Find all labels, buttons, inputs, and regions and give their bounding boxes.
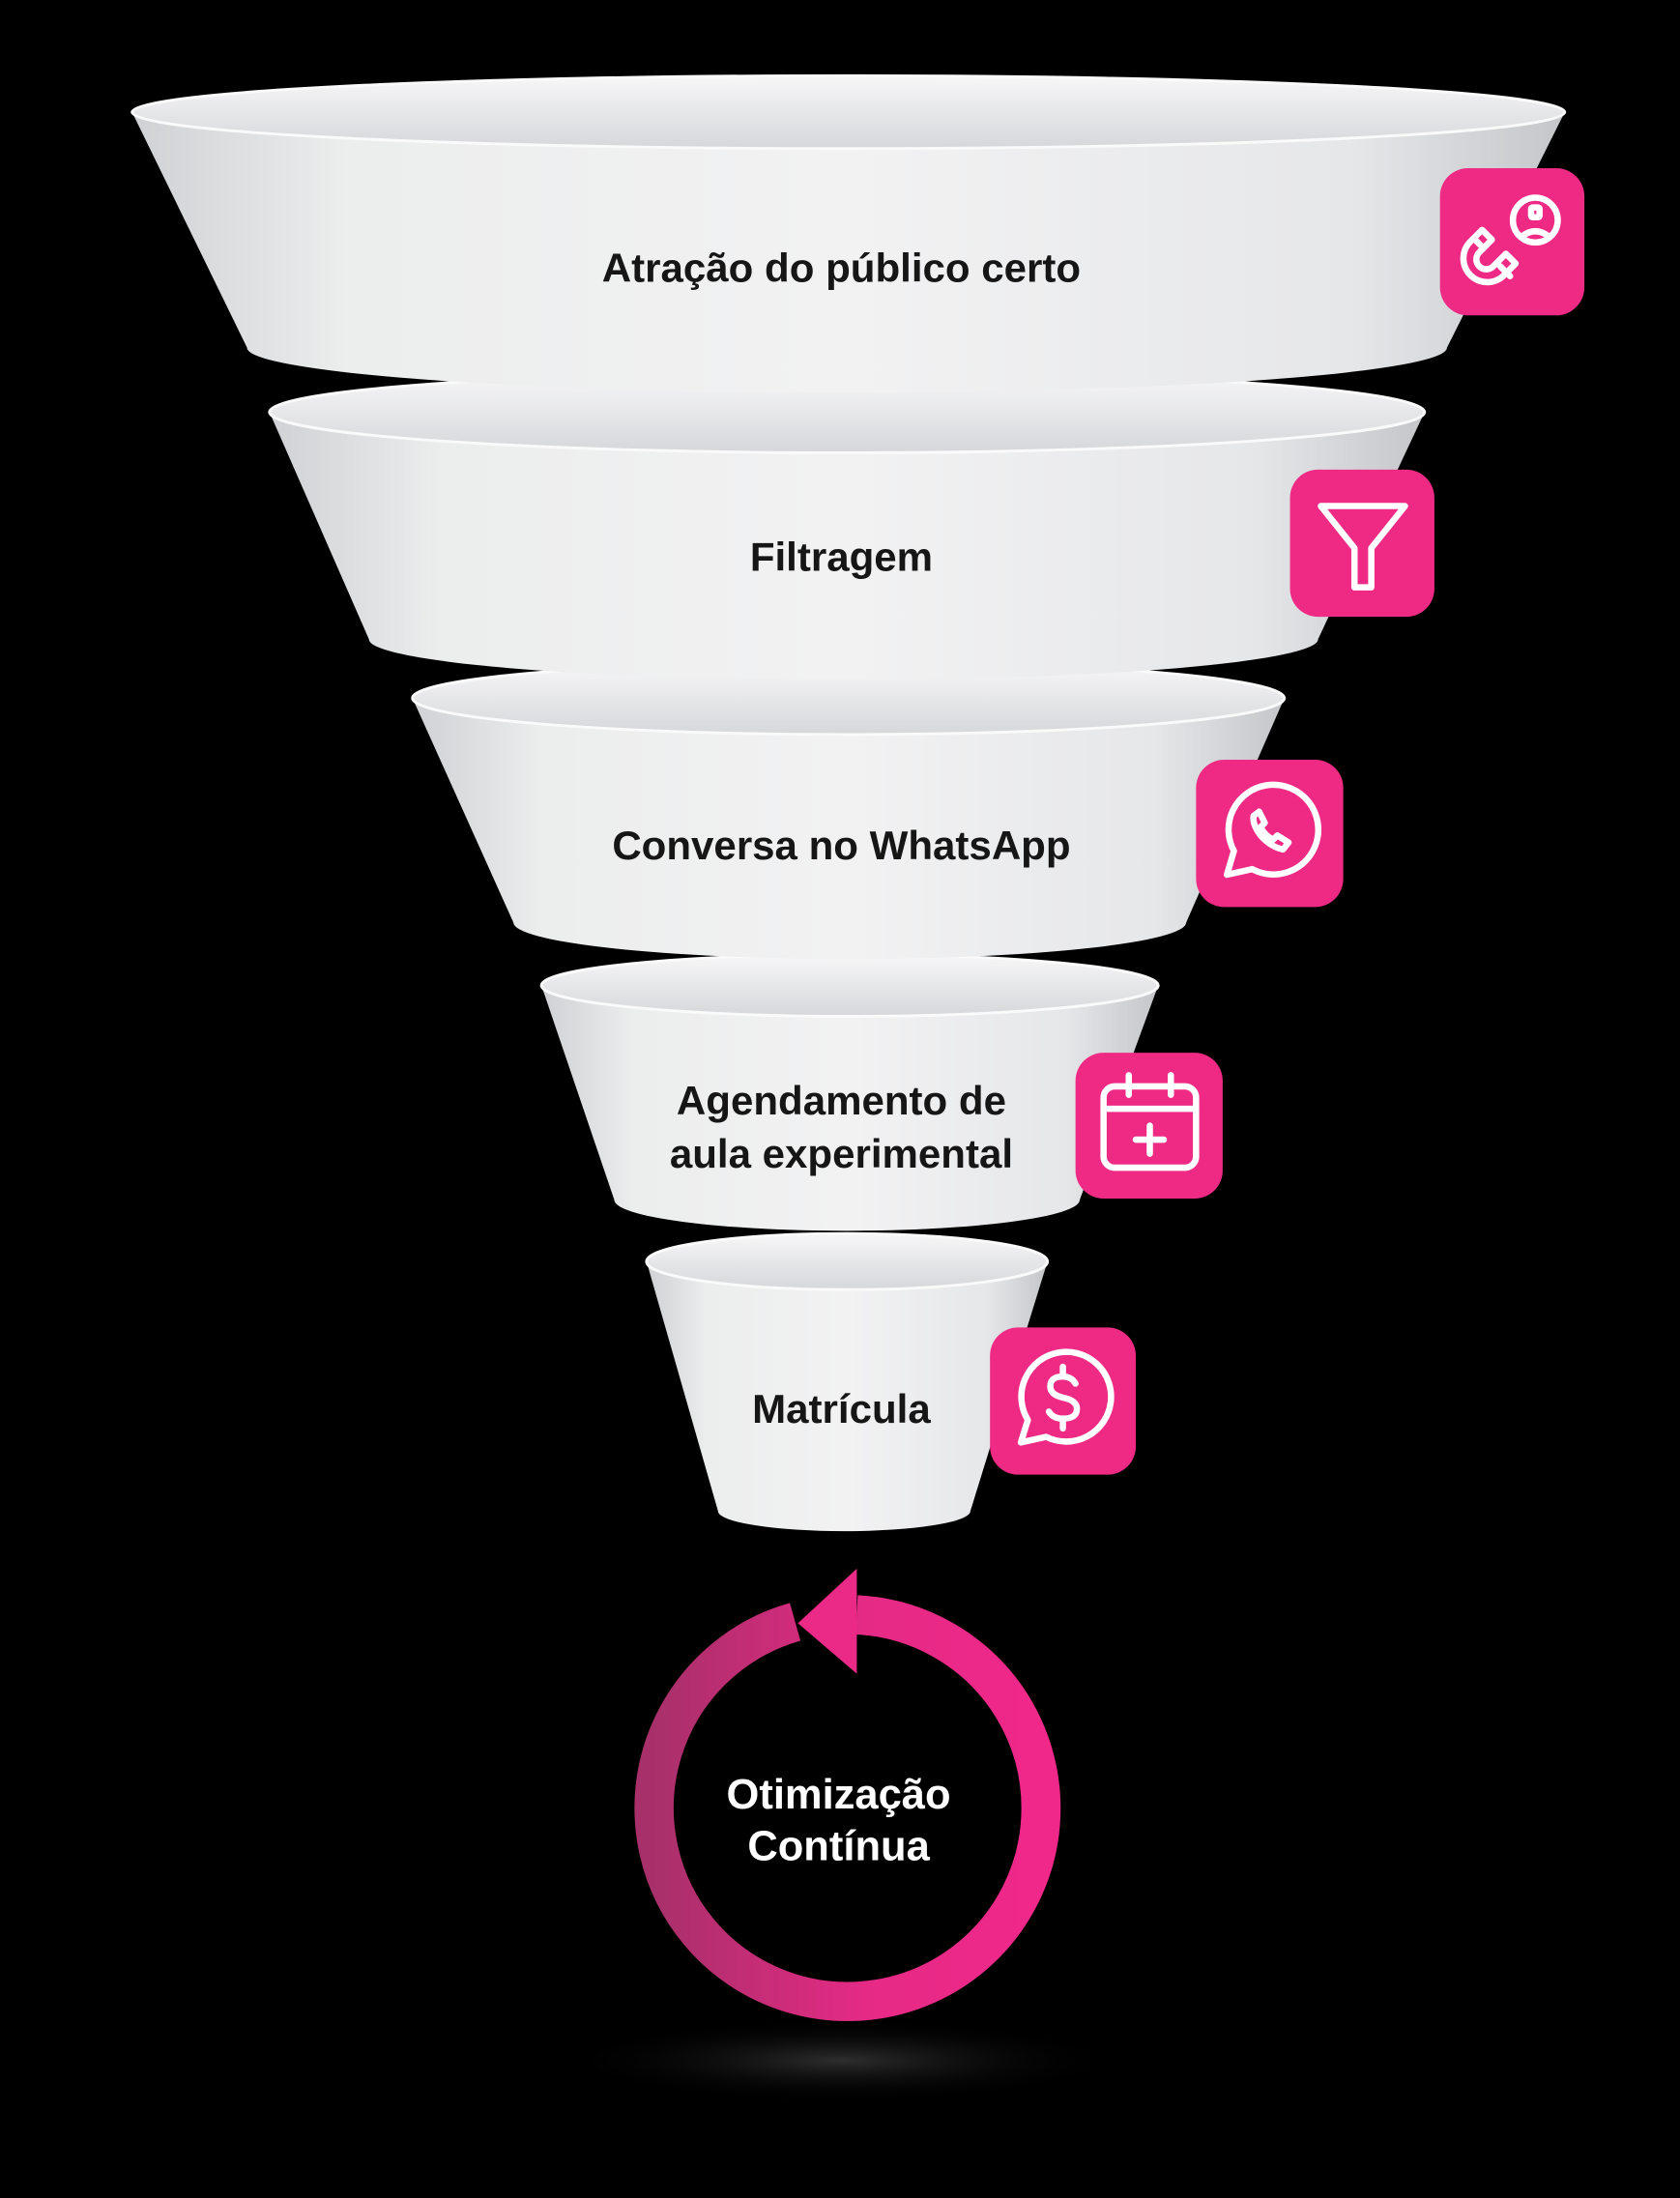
cycle-label-line1: Otimização	[727, 1772, 951, 1818]
funnel-stage-3: Conversa no WhatsApp	[411, 660, 1287, 960]
dollar-chat-icon	[990, 1327, 1137, 1475]
cycle-arrow-icon	[634, 1568, 1061, 2022]
cycle-label-line2: Contínua	[747, 1823, 930, 1869]
stage-label: Atração do público certo	[602, 246, 1081, 291]
funnel-stage-4: Agendamento de aula experimental	[539, 953, 1160, 1231]
funnel-stage-2: Filtragem	[268, 369, 1427, 680]
whatsapp-icon	[1196, 760, 1344, 908]
calendar-plus-icon	[1075, 1053, 1223, 1199]
stage-label: Filtragem	[750, 534, 933, 579]
funnel-icon	[1289, 469, 1434, 618]
funnel-stage-1: Atração do público certo	[130, 73, 1567, 393]
funnel-stage-5: Matrícula	[645, 1231, 1050, 1532]
stage-label-line2: aula experimental	[670, 1131, 1013, 1176]
floor-shadow	[561, 2018, 1122, 2103]
stage-label: Conversa no WhatsApp	[612, 823, 1070, 868]
stage-label-line1: Agendamento de	[677, 1078, 1006, 1123]
magnet-user-icon	[1439, 168, 1585, 316]
stage-label: Matrícula	[752, 1386, 931, 1432]
